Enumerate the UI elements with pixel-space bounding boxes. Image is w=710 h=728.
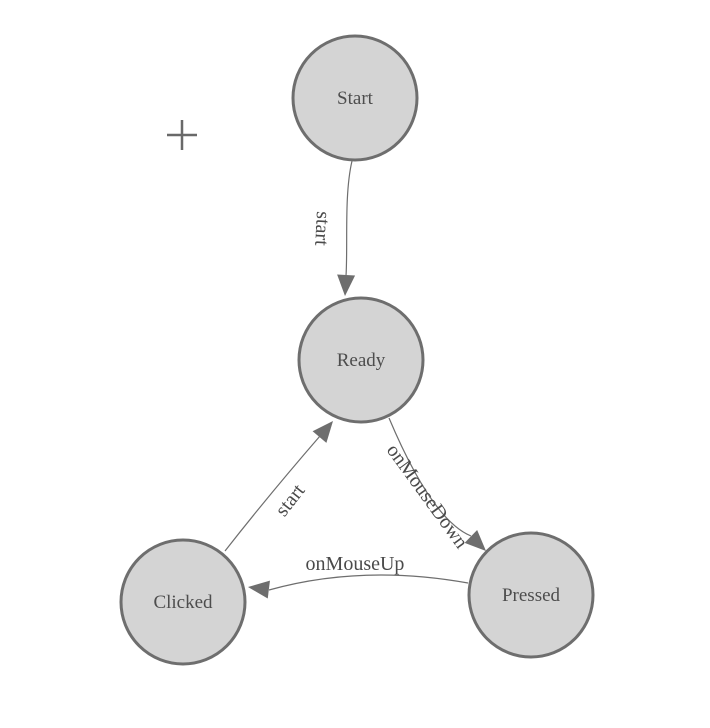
edge-start-to-ready[interactable]: start — [310, 160, 356, 296]
edge-label-onmouseup: onMouseUp — [306, 553, 405, 575]
edge-line[interactable] — [224, 435, 321, 552]
edge-line[interactable] — [345, 160, 353, 277]
node-label: Start — [337, 88, 374, 109]
edge-clicked-to-ready[interactable]: start — [224, 415, 340, 552]
arrowhead-icon — [248, 580, 270, 599]
arrowhead-icon — [337, 274, 356, 296]
arrowhead-icon — [312, 421, 333, 443]
plus-icon[interactable] — [167, 120, 197, 150]
node-label: Clicked — [153, 592, 213, 613]
node-circle — [291, 34, 419, 162]
edge-label-onmousedown: onMouseDown — [382, 440, 472, 553]
state-node-pressed[interactable]: Pressed — [467, 531, 595, 659]
edge-pressed-to-clicked[interactable]: onMouseUp — [247, 553, 469, 599]
edge-line[interactable] — [388, 417, 472, 537]
state-node-start[interactable]: Start — [291, 34, 419, 162]
arrowhead-icon — [464, 529, 486, 551]
state-node-ready[interactable]: Ready — [297, 296, 425, 424]
node-circle — [297, 296, 425, 424]
edge-line[interactable] — [268, 574, 469, 591]
edge-label-start-1: start — [310, 211, 334, 247]
state-node-clicked[interactable]: Clicked — [119, 538, 247, 666]
plus-icon-strokes — [167, 120, 197, 150]
node-circle — [467, 531, 595, 659]
edge-ready-to-pressed[interactable]: onMouseDown — [382, 417, 492, 557]
node-label: Pressed — [502, 585, 561, 606]
node-circle — [119, 538, 247, 666]
edge-label-start-2: start — [271, 480, 310, 521]
node-label: Ready — [337, 350, 386, 371]
